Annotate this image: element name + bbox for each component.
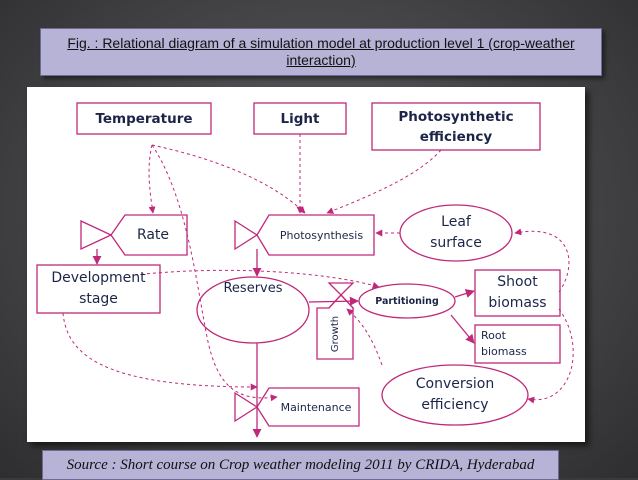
temperature-label: Temperature bbox=[95, 110, 193, 127]
photosynthetic-efficiency-label: Photosynthetic efficiency bbox=[398, 108, 514, 145]
information-links bbox=[62, 134, 574, 404]
shoot-biomass-label: Shoot biomass bbox=[488, 274, 547, 311]
figure-title: Fig. : Relational diagram of a simulatio… bbox=[67, 35, 575, 68]
maintenance-box bbox=[256, 387, 360, 427]
title-box: Fig. : Relational diagram of a simulatio… bbox=[40, 28, 602, 76]
rate-valve-icon bbox=[80, 219, 113, 251]
conversion-efficiency-ellipse bbox=[381, 364, 529, 426]
source-box: Source : Short course on Crop weather mo… bbox=[42, 450, 559, 480]
maintenance-label: Maintenance bbox=[280, 400, 352, 414]
source-citation: Source : Short course on Crop weather mo… bbox=[66, 456, 535, 473]
development-stage-label: Development stage bbox=[51, 270, 146, 307]
reserves-label: Reserves bbox=[223, 281, 283, 296]
photosynthesis-valve-icon bbox=[234, 219, 259, 251]
reserves-ellipse bbox=[196, 276, 310, 344]
partitioning-label: Partitioning bbox=[375, 295, 439, 307]
root-biomass-label: Root biomass bbox=[481, 329, 527, 358]
root-biomass-box bbox=[474, 324, 561, 364]
development-stage-box bbox=[36, 264, 161, 314]
light-box bbox=[253, 102, 347, 135]
light-label: Light bbox=[280, 110, 320, 127]
diagram-drawing bbox=[36, 102, 574, 438]
flow-line-root bbox=[450, 314, 475, 344]
rate-label: Rate bbox=[136, 227, 170, 243]
photosynthesis-label: Photosynthesis bbox=[279, 228, 364, 242]
temperature-box bbox=[76, 102, 212, 135]
flow-line-reserves-partitioning bbox=[308, 296, 359, 306]
photosynthesis-box bbox=[256, 214, 375, 256]
leaf-surface-label: Leaf surface bbox=[430, 214, 482, 251]
partitioning-ellipse bbox=[358, 283, 456, 319]
relational-diagram: Temperature Light Photosynthetic efficie… bbox=[27, 87, 585, 442]
growth-valve-icon bbox=[327, 282, 355, 296]
conversion-efficiency-label: Conversion efficiency bbox=[415, 376, 495, 413]
growth-label: Growth bbox=[329, 315, 341, 353]
photosynthetic-efficiency-box bbox=[371, 102, 541, 151]
growth-box bbox=[316, 294, 354, 360]
flow-line-shoot bbox=[454, 289, 475, 298]
shoot-biomass-box bbox=[474, 269, 561, 317]
maintenance-valve-icon bbox=[234, 391, 259, 423]
